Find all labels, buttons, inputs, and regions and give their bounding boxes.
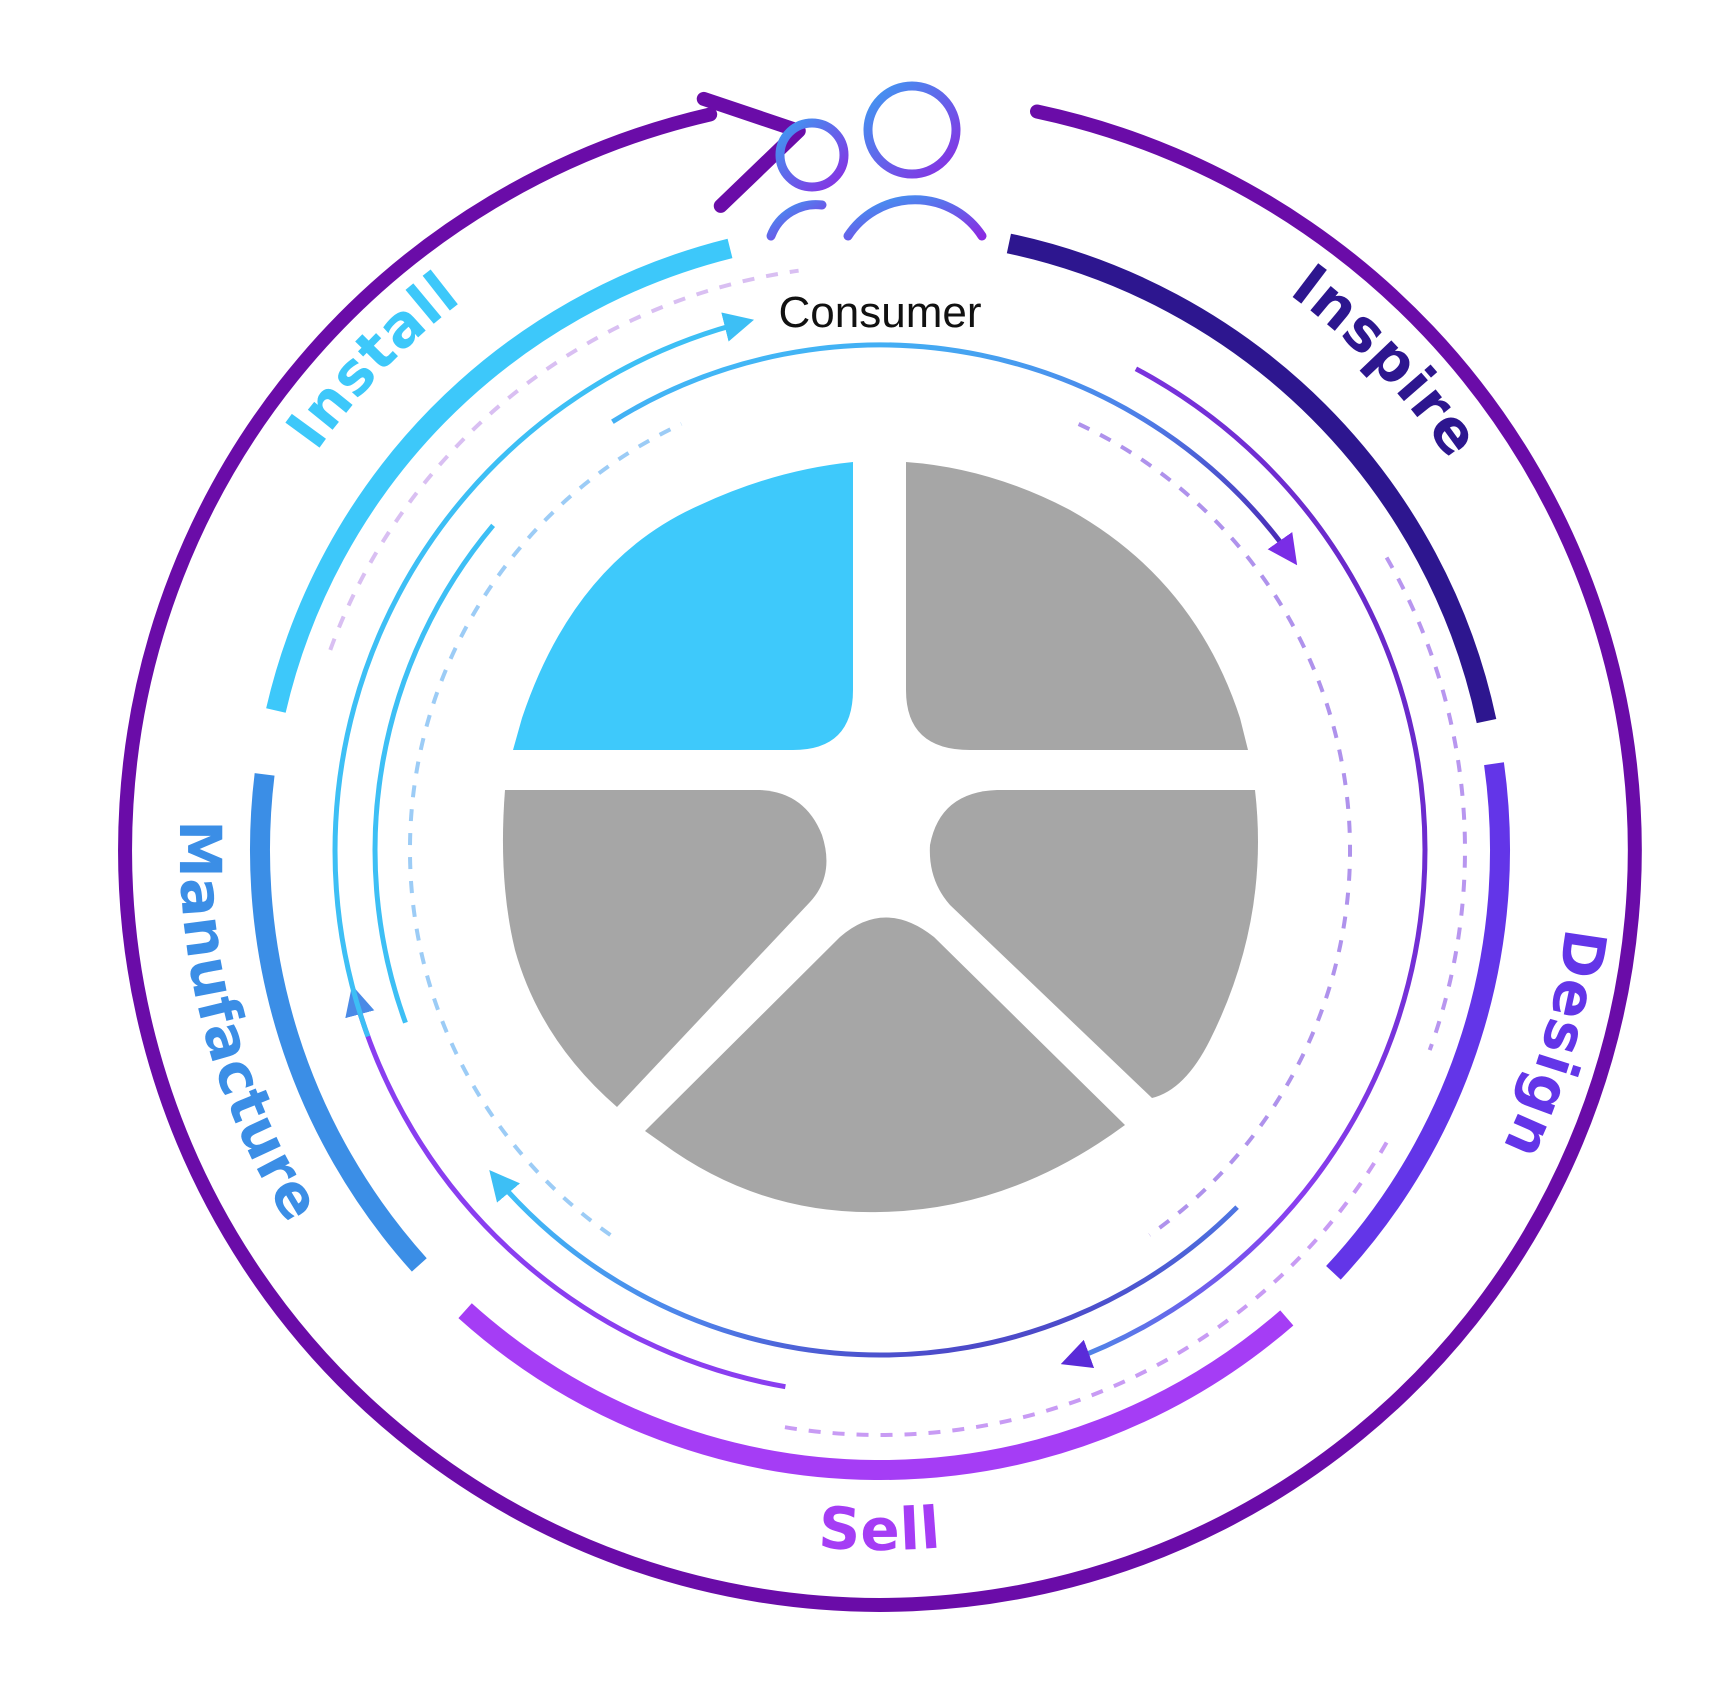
segment-left — [502, 790, 827, 1107]
stage-arcs — [250, 233, 1511, 1480]
segment-right — [929, 790, 1258, 1098]
inner-flow-arrow-top — [611, 342, 1298, 566]
flow-arrow-left — [332, 312, 755, 1038]
flow-arrow-bottom — [345, 985, 786, 1390]
stage-labels: Inspire Design Sell Manufacture Install — [166, 251, 1620, 1564]
dashed-flow-inner-left — [407, 422, 683, 1237]
stage-arc-design — [1326, 762, 1511, 1280]
segment-bottom — [645, 917, 1125, 1213]
inner-flow-arrow-bottom — [489, 1170, 1239, 1358]
stage-label-sell: Sell — [817, 1493, 944, 1564]
inner-flow-arrow-left — [372, 523, 496, 1024]
dashed-flow-outer-left — [328, 268, 799, 651]
flow-arrows-inner — [372, 342, 1298, 1358]
dashed-flow-rings — [328, 268, 1467, 1437]
stage-arc-install — [266, 238, 733, 713]
segment-top-right — [906, 462, 1248, 750]
outer-ring-arc-right — [614, 104, 1642, 1612]
segment-top-left — [513, 462, 853, 750]
dashed-flow-inner-right — [1077, 422, 1353, 1237]
stage-arc-inspire — [1006, 233, 1497, 724]
flow-arrow-right — [1060, 366, 1428, 1368]
stage-label-design: Design — [1490, 925, 1620, 1170]
dashed-flow-outer-right — [1384, 556, 1467, 1051]
stage-arc-manufacture — [250, 773, 427, 1272]
users-icon — [766, 81, 987, 241]
consumer-label: Consumer — [779, 288, 982, 337]
dashed-flow-outer-bottom — [778, 1141, 1389, 1437]
stage-arc-sell — [458, 1303, 1294, 1480]
outer-ring-arrowhead-icon — [696, 91, 806, 213]
outer-cycle-ring — [118, 91, 1642, 1612]
flow-arrows-middle — [332, 312, 1428, 1390]
outer-ring-arc-left — [118, 107, 718, 1567]
center-segment-wheel — [502, 462, 1258, 1213]
